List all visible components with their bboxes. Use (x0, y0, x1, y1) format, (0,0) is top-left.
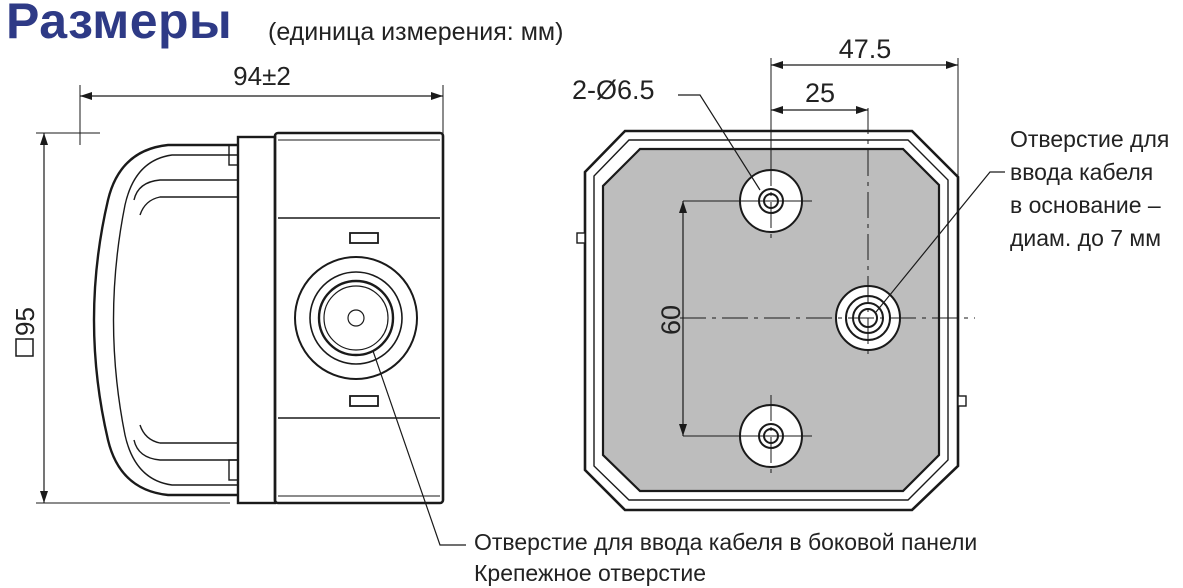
mount-slot (349, 232, 379, 244)
dim-47-5-label: 47.5 (839, 34, 892, 64)
base-plate (601, 147, 941, 493)
height-dimension-label-group: 95 (10, 307, 40, 357)
dim-25-label: 25 (805, 78, 835, 108)
base-cable-callout-line-4: диам. до 7 мм (1010, 225, 1161, 251)
height-dimension-label: 95 (10, 307, 40, 336)
side-cable-leader (372, 350, 466, 546)
mount-slot (349, 395, 379, 407)
width-dimension-label: 94±2 (233, 61, 291, 91)
square-symbol-icon (15, 338, 34, 357)
hole-label-leader (678, 94, 761, 191)
base-view (576, 58, 1005, 512)
dim-60-label: 60 (656, 305, 686, 335)
side-cable-callout: Отверстие для ввода кабеля в боковой пан… (474, 529, 977, 555)
hole-diameter-label: 2-Ø6.5 (572, 75, 655, 105)
base-cable-callout-line-2: ввода кабеля (1010, 159, 1153, 185)
mount-hole-callout: Крепежное отверстие (474, 560, 706, 586)
base-cable-callout-line-1: Отверстие для (1010, 126, 1169, 152)
side-cable-entry (294, 256, 418, 380)
side-view (36, 85, 466, 546)
gasket-plate (236, 135, 277, 505)
dome-outline (92, 143, 238, 497)
base-cable-callout-line-3: в основание – (1010, 192, 1161, 218)
page-title: Размеры (6, 0, 233, 49)
base-cable-leader (875, 171, 1005, 313)
units-note: (единица измерения: мм) (268, 18, 564, 46)
side-housing (273, 131, 445, 505)
